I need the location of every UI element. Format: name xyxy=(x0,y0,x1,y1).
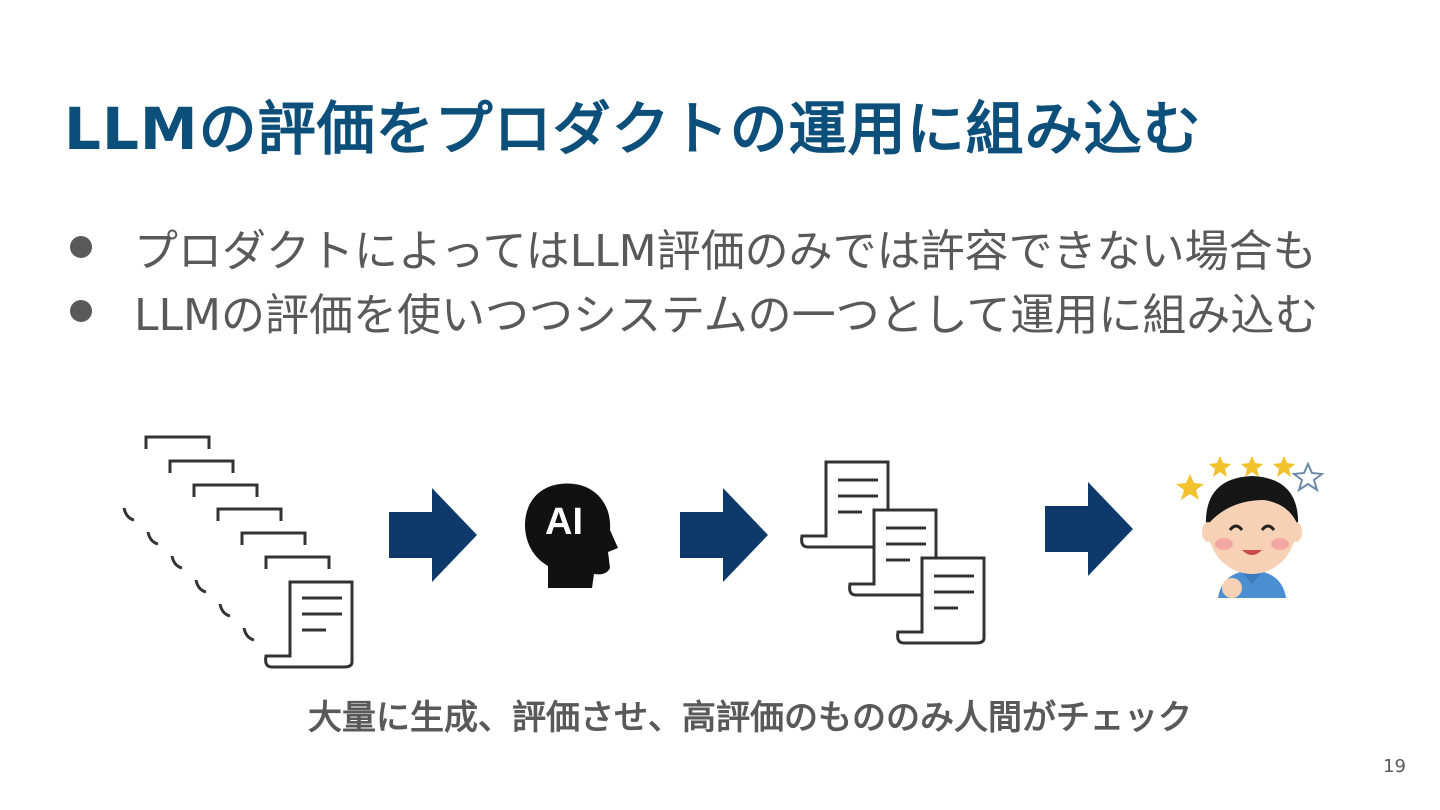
ai-label: AI xyxy=(545,501,583,543)
bullet-list: プロダクトによってはLLM評価のみでは許容できない場合も LLMの評価を使いつつ… xyxy=(70,215,1318,343)
arrow-right-icon xyxy=(680,488,768,582)
person-icon xyxy=(1176,456,1325,598)
document-stack-icon xyxy=(122,435,354,669)
bullet-item: LLMの評価を使いつつシステムの一つとして運用に組み込む xyxy=(70,279,1318,343)
bullet-dot-icon xyxy=(70,236,92,258)
diagram-caption: 大量に生成、評価させ、高評価のもののみ人間がチェック xyxy=(308,698,1192,738)
document-subset-icon xyxy=(800,460,986,645)
slide-title: LLMの評価をプロダクトの運用に組み込む xyxy=(64,95,1202,163)
arrow-right-icon xyxy=(1045,482,1133,576)
page-number: 19 xyxy=(1383,756,1406,777)
bullet-dot-icon xyxy=(70,300,92,322)
bullet-text: プロダクトによってはLLM評価のみでは許容できない場合も xyxy=(134,226,1317,277)
bullet-text: LLMの評価を使いつつシステムの一つとして運用に組み込む xyxy=(134,290,1319,341)
bullet-item: プロダクトによってはLLM評価のみでは許容できない場合も xyxy=(70,215,1318,279)
ai-head-icon: AI xyxy=(524,483,618,588)
arrow-right-icon xyxy=(389,488,477,582)
